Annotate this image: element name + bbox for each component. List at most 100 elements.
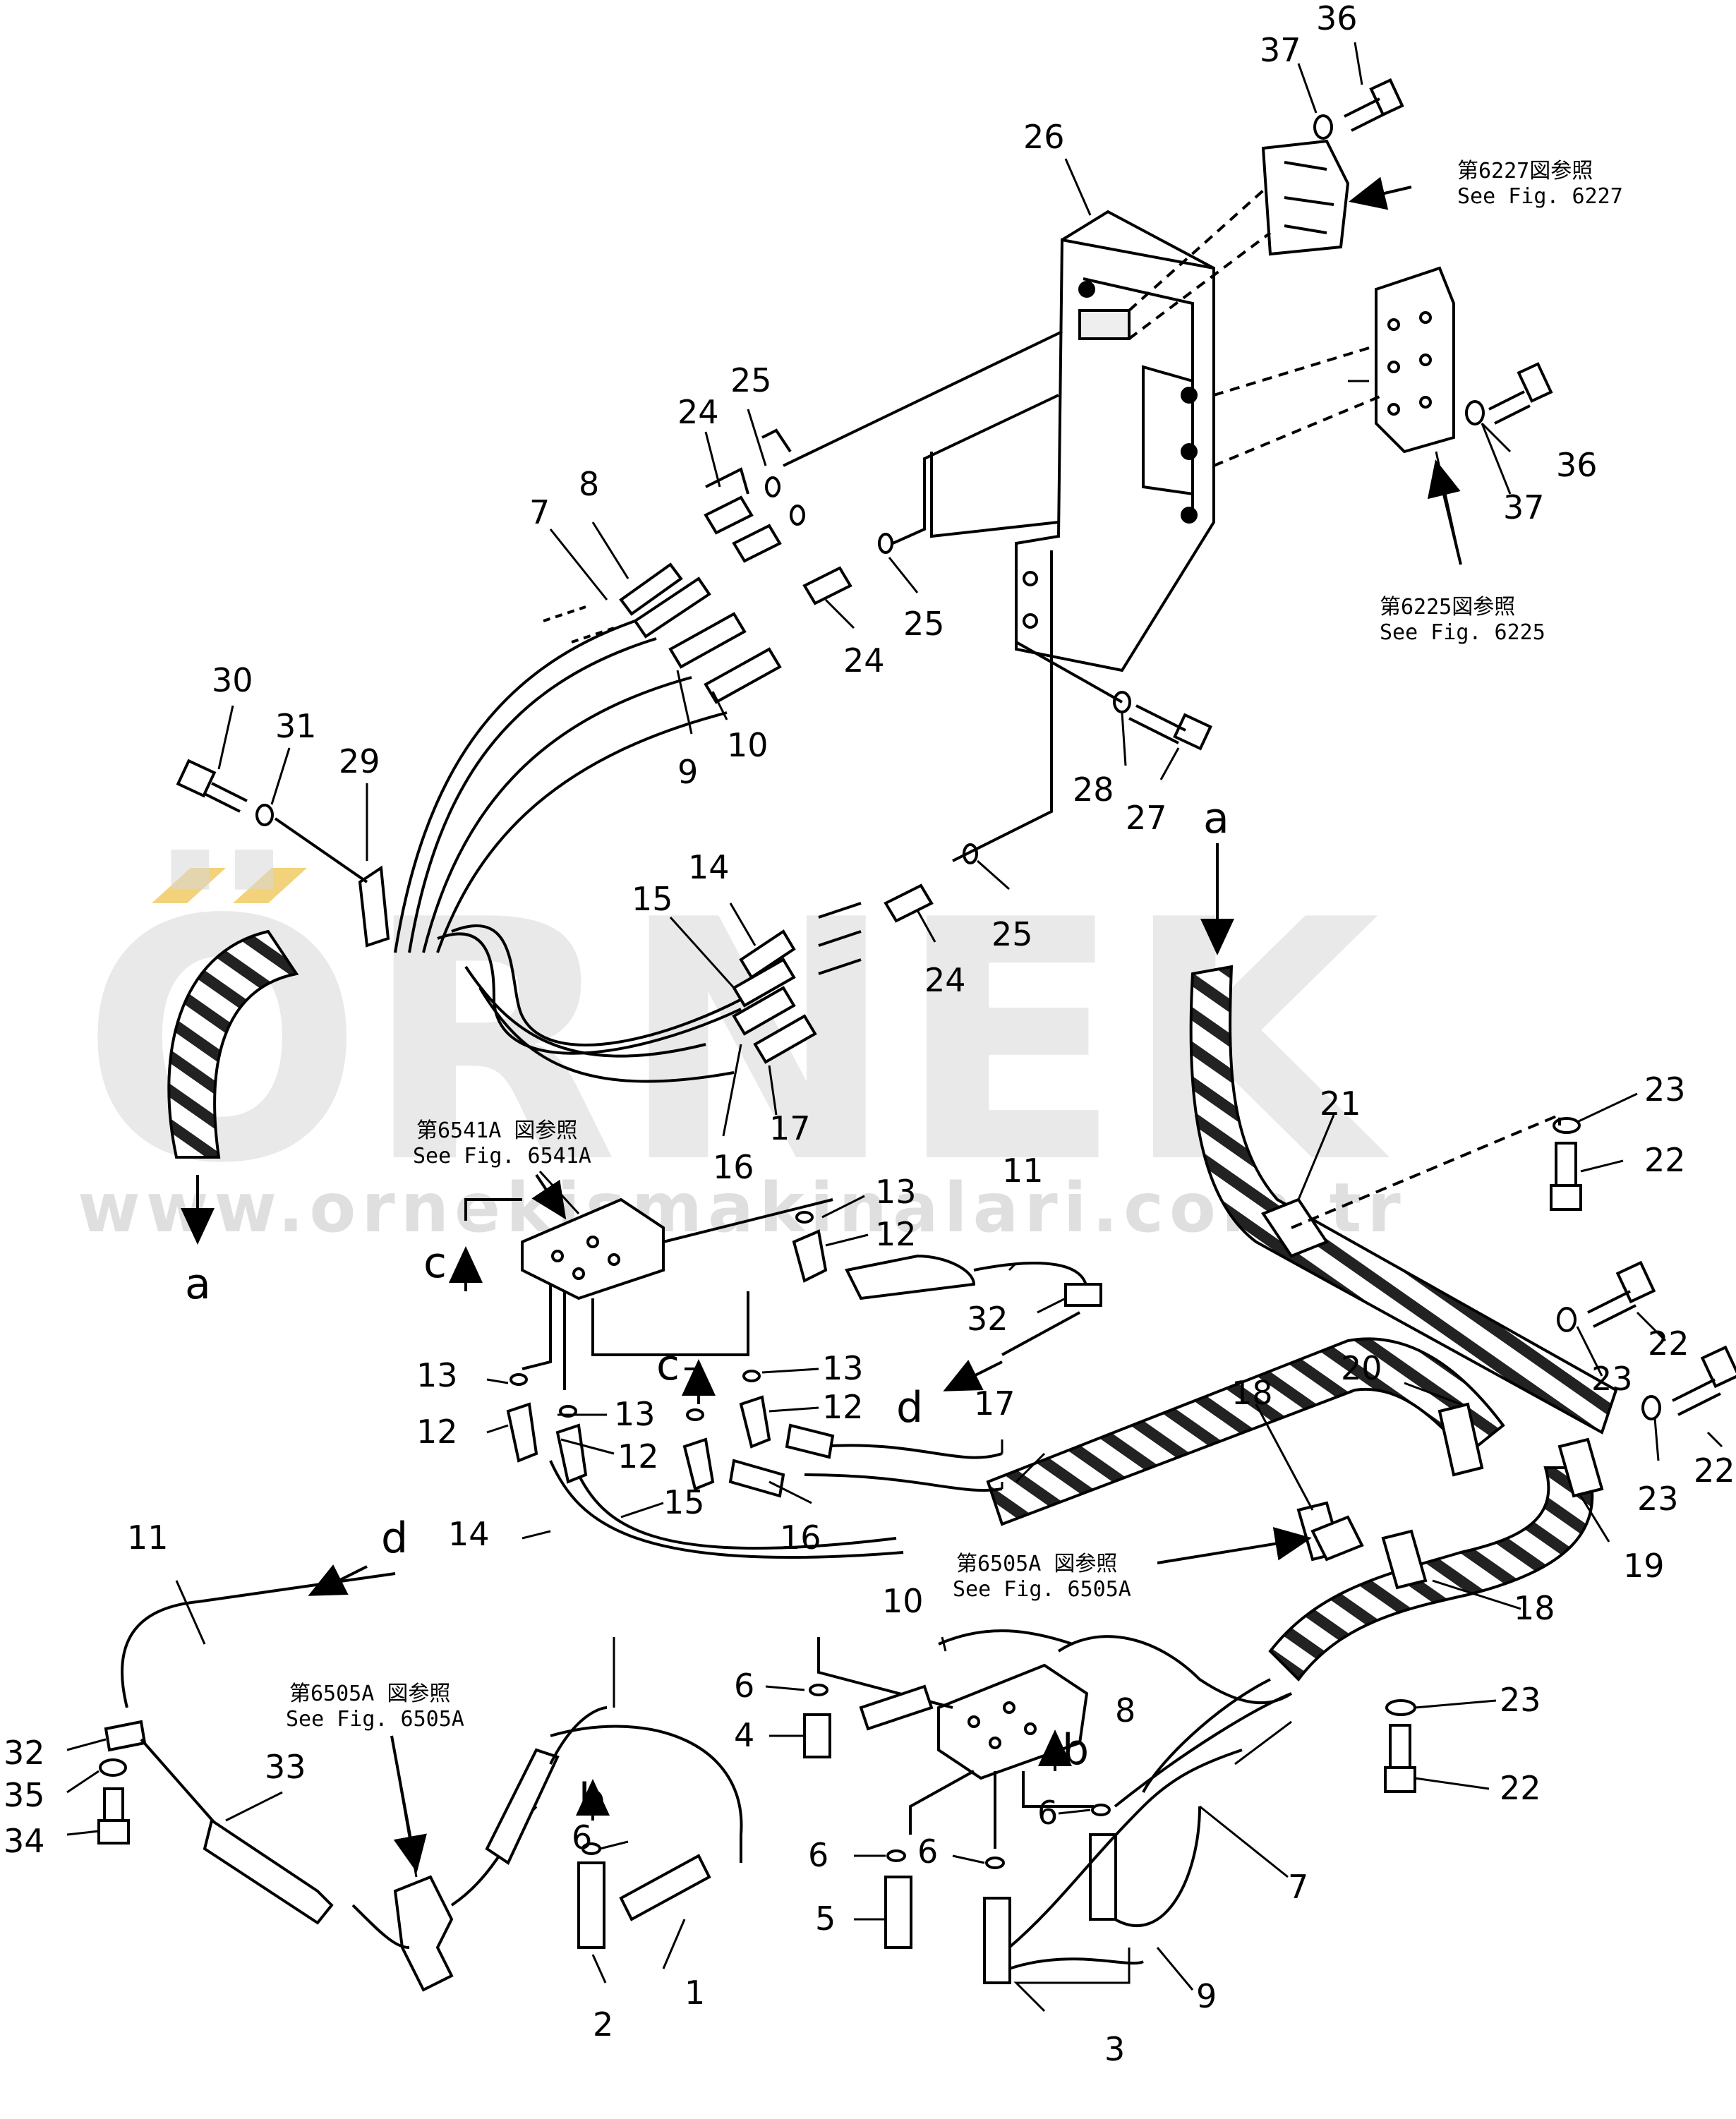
part-number: 13 (875, 1173, 917, 1211)
elbow-12-b (555, 1423, 588, 1484)
clamp-20 (1437, 1402, 1484, 1477)
part-number: 7 (1288, 1868, 1308, 1906)
part-number: 24 (924, 961, 966, 999)
fitting-2 (577, 1861, 605, 1949)
arrow-6541a (531, 1173, 567, 1220)
washer-28 (1113, 691, 1131, 713)
fitting-3-a (983, 1897, 1011, 1984)
part-number: 14 (448, 1515, 490, 1553)
elbow-12-a (506, 1402, 538, 1463)
part-number: 12 (875, 1215, 917, 1253)
part-number: 19 (1623, 1547, 1665, 1585)
hose-end-1-upper (485, 1748, 560, 1865)
clip-32-lower (104, 1720, 147, 1752)
part-number: 1 (685, 1974, 705, 2012)
part-number: 28 (1073, 771, 1114, 809)
part-number: 8 (1115, 1691, 1135, 1729)
part-number: 22 (1500, 1769, 1541, 1807)
washer-37-right (1465, 400, 1485, 425)
fitting-4 (803, 1713, 831, 1758)
arrow-6227 (1349, 176, 1412, 210)
part-number: 23 (1644, 1070, 1686, 1109)
elbow-12-e (792, 1229, 828, 1283)
hose-end-11 (845, 1254, 976, 1300)
part-number: 10 (882, 1582, 924, 1620)
part-number: 17 (769, 1109, 811, 1147)
part-number: 2 (593, 2005, 613, 2043)
adapter-24-b (732, 524, 782, 563)
elbow-12-d (739, 1395, 771, 1449)
hose-end-10 (704, 647, 782, 704)
main-hose-route (549, 965, 1736, 1793)
part-number: 9 (1196, 1977, 1217, 2015)
valve-block-6227 (1261, 139, 1350, 256)
adapter-24-c (802, 566, 852, 605)
part-number: 32 (4, 1734, 45, 1772)
clamp-19 (1557, 1437, 1604, 1498)
part-number: 16 (713, 1148, 754, 1186)
watermark-accent-left (152, 868, 226, 903)
arrow-d-right (943, 1360, 1003, 1391)
bolt-22-b (1587, 1290, 1636, 1328)
part-number: 25 (991, 915, 1033, 953)
part-number: 26 (1023, 118, 1065, 156)
part-number: 11 (127, 1519, 169, 1557)
washer-23-a (1553, 1117, 1581, 1134)
valve-block-6225 (1375, 266, 1455, 454)
arrow-6505a-right (1157, 1527, 1312, 1564)
lower-left-assembly (97, 1572, 743, 1992)
ref-6505a-left-en: See Fig. 6505A (286, 1707, 464, 1732)
part-number: 17 (974, 1384, 1015, 1423)
ref-6225-en: See Fig. 6225 (1380, 620, 1545, 645)
part-number: 33 (265, 1748, 306, 1786)
ref-6541a-en: See Fig. 6541A (413, 1144, 591, 1169)
part-number: 6 (734, 1667, 754, 1705)
spiral-guard-left (167, 929, 299, 1159)
washer-23-d (1385, 1699, 1416, 1716)
part-number: 36 (1556, 446, 1598, 484)
hose-end-17-lower (785, 1423, 835, 1459)
bolt-27 (1128, 704, 1186, 744)
ref-6225-jp: 第6225図参照 (1380, 595, 1515, 620)
washer-37-top (1313, 114, 1333, 140)
part-number: 23 (1500, 1681, 1541, 1719)
part-number: 10 (727, 726, 768, 764)
part-number: 37 (1260, 31, 1301, 69)
letter-c-center: c (656, 1341, 680, 1390)
arrow-6225 (1427, 459, 1462, 565)
part-number: 22 (1644, 1141, 1686, 1179)
part-number: 18 (1514, 1589, 1555, 1627)
leader-lines (66, 42, 1723, 2012)
ref-6541a-jp: 第6541A 図参照 (416, 1118, 577, 1143)
washer-23-b (1557, 1307, 1577, 1332)
ref-6505a-right-en: See Fig. 6505A (953, 1577, 1131, 1602)
clamp-29 (358, 865, 390, 948)
washer-35 (99, 1758, 127, 1777)
part-number: 25 (730, 361, 772, 399)
ref-6227-en: See Fig. 6227 (1457, 184, 1623, 209)
clamp-18-lower (1381, 1529, 1428, 1590)
letter-b-center: b (1062, 1725, 1089, 1775)
hose-end-17 (753, 1014, 817, 1064)
part-number: 16 (780, 1519, 821, 1557)
part-number: 13 (416, 1356, 458, 1394)
part-number: 18 (1231, 1374, 1273, 1412)
part-number: 6 (917, 1833, 938, 1871)
bolt-22-c (1672, 1378, 1721, 1416)
spiral-guard-right (1189, 965, 1618, 1435)
part-number: 8 (579, 465, 599, 503)
part-number: 13 (822, 1349, 864, 1387)
part-number: 13 (614, 1395, 656, 1433)
part-number: 15 (663, 1483, 705, 1521)
hose-end-1 (619, 1854, 711, 1921)
part-number: 6 (572, 1818, 592, 1857)
part-number: 30 (212, 661, 253, 699)
washer-31 (255, 804, 274, 826)
hose-end-7 (633, 576, 711, 639)
ref-6505a-right-jp: 第6505A 図参照 (956, 1552, 1117, 1576)
part-number: 9 (677, 753, 698, 791)
arrow-d-left (308, 1564, 368, 1596)
part-number: 29 (339, 742, 380, 780)
